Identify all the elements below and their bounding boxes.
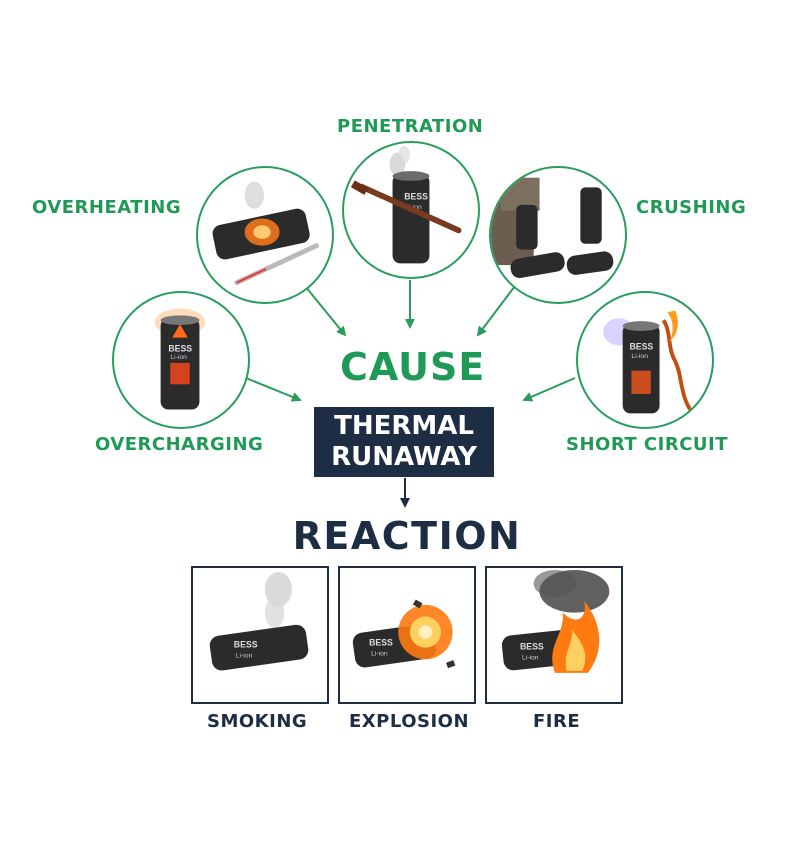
label-overcharging: OVERCHARGING <box>95 434 264 455</box>
smoking-image: BESS Li-ion <box>191 566 329 704</box>
cause-heading: CAUSE <box>340 345 486 389</box>
svg-text:BESS: BESS <box>168 343 192 353</box>
short-circuit-image: BESS Li-ion <box>576 291 714 429</box>
svg-text:Li-ion: Li-ion <box>631 353 648 360</box>
overheating-image <box>196 166 334 304</box>
fire-image: BESS Li-ion <box>485 566 623 704</box>
svg-text:BESS: BESS <box>520 642 544 652</box>
label-short-circuit: SHORT CIRCUIT <box>566 434 728 455</box>
label-smoking: SMOKING <box>207 711 308 732</box>
reaction-heading: REACTION <box>292 514 522 558</box>
svg-text:BESS: BESS <box>369 638 393 648</box>
explosion-image: BESS Li-ion <box>338 566 476 704</box>
arrow-crushing <box>476 285 516 337</box>
overcharging-image: BESS Li-ion <box>112 291 250 429</box>
battery-brand-text: BESS <box>404 191 428 201</box>
label-explosion: EXPLOSION <box>349 711 470 732</box>
thermal-runaway-line2: RUNAWAY <box>331 442 477 472</box>
label-crushing: CRUSHING <box>636 197 747 218</box>
crushing-image <box>489 166 627 304</box>
arrow-overcharging <box>245 377 302 402</box>
arrow-short-circuit <box>522 377 576 402</box>
svg-text:Li-ion: Li-ion <box>170 354 187 361</box>
svg-text:Li-ion: Li-ion <box>236 652 253 659</box>
penetration-image: BESS Li-ion <box>342 141 480 279</box>
thermal-runaway-line1: THERMAL <box>334 411 474 441</box>
svg-text:BESS: BESS <box>234 640 258 650</box>
label-overheating: OVERHEATING <box>32 197 182 218</box>
svg-text:Li-ion: Li-ion <box>371 650 388 657</box>
arrow-overheating <box>304 285 347 337</box>
label-penetration: PENETRATION <box>337 116 484 137</box>
thermal-runaway-box: THERMAL RUNAWAY <box>314 407 494 477</box>
svg-text:BESS: BESS <box>629 341 653 351</box>
label-fire: FIRE <box>533 711 581 732</box>
svg-text:Li-ion: Li-ion <box>522 654 539 661</box>
